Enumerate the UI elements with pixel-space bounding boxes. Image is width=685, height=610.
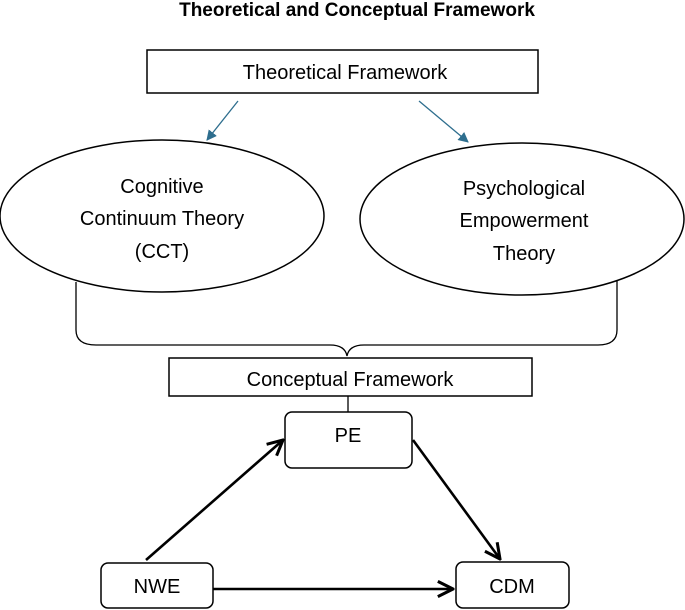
cdm-box: CDM [455,561,570,609]
arrow-to-pet [418,100,469,143]
cdm-label: CDM [489,576,535,598]
theory-pet-line-1: Psychological [463,178,585,200]
theory-pet-line-2: Empowerment [460,210,589,232]
theoretical-framework-label: Theoretical Framework [243,62,449,84]
theory-ellipse-pet: Psychological Empowerment Theory [359,142,685,296]
nwe-box: NWE [100,562,214,609]
theory-ellipse-cct: Cognitive Continuum Theory (CCT) [0,139,325,293]
nwe-label: NWE [134,576,181,598]
conceptual-framework-label: Conceptual Framework [247,369,455,391]
conceptual-framework-box: Conceptual Framework [168,357,533,397]
theory-cct-line-2: Continuum Theory [80,208,244,230]
pe-label: PE [335,425,362,447]
arrow-nwe-to-pe [145,440,283,561]
diagram-title: Theoretical and Conceptual Framework [179,0,535,21]
theoretical-framework-box: Theoretical Framework [146,49,539,94]
arrow-pe-to-cdm [411,439,500,559]
arrow-to-cct [206,100,239,141]
pe-box: PE [284,411,413,469]
brace-connector [75,280,618,357]
theory-cct-line-1: Cognitive [120,176,203,198]
theory-cct-line-3: (CCT) [135,241,189,263]
theory-pet-line-3: Theory [493,243,555,265]
